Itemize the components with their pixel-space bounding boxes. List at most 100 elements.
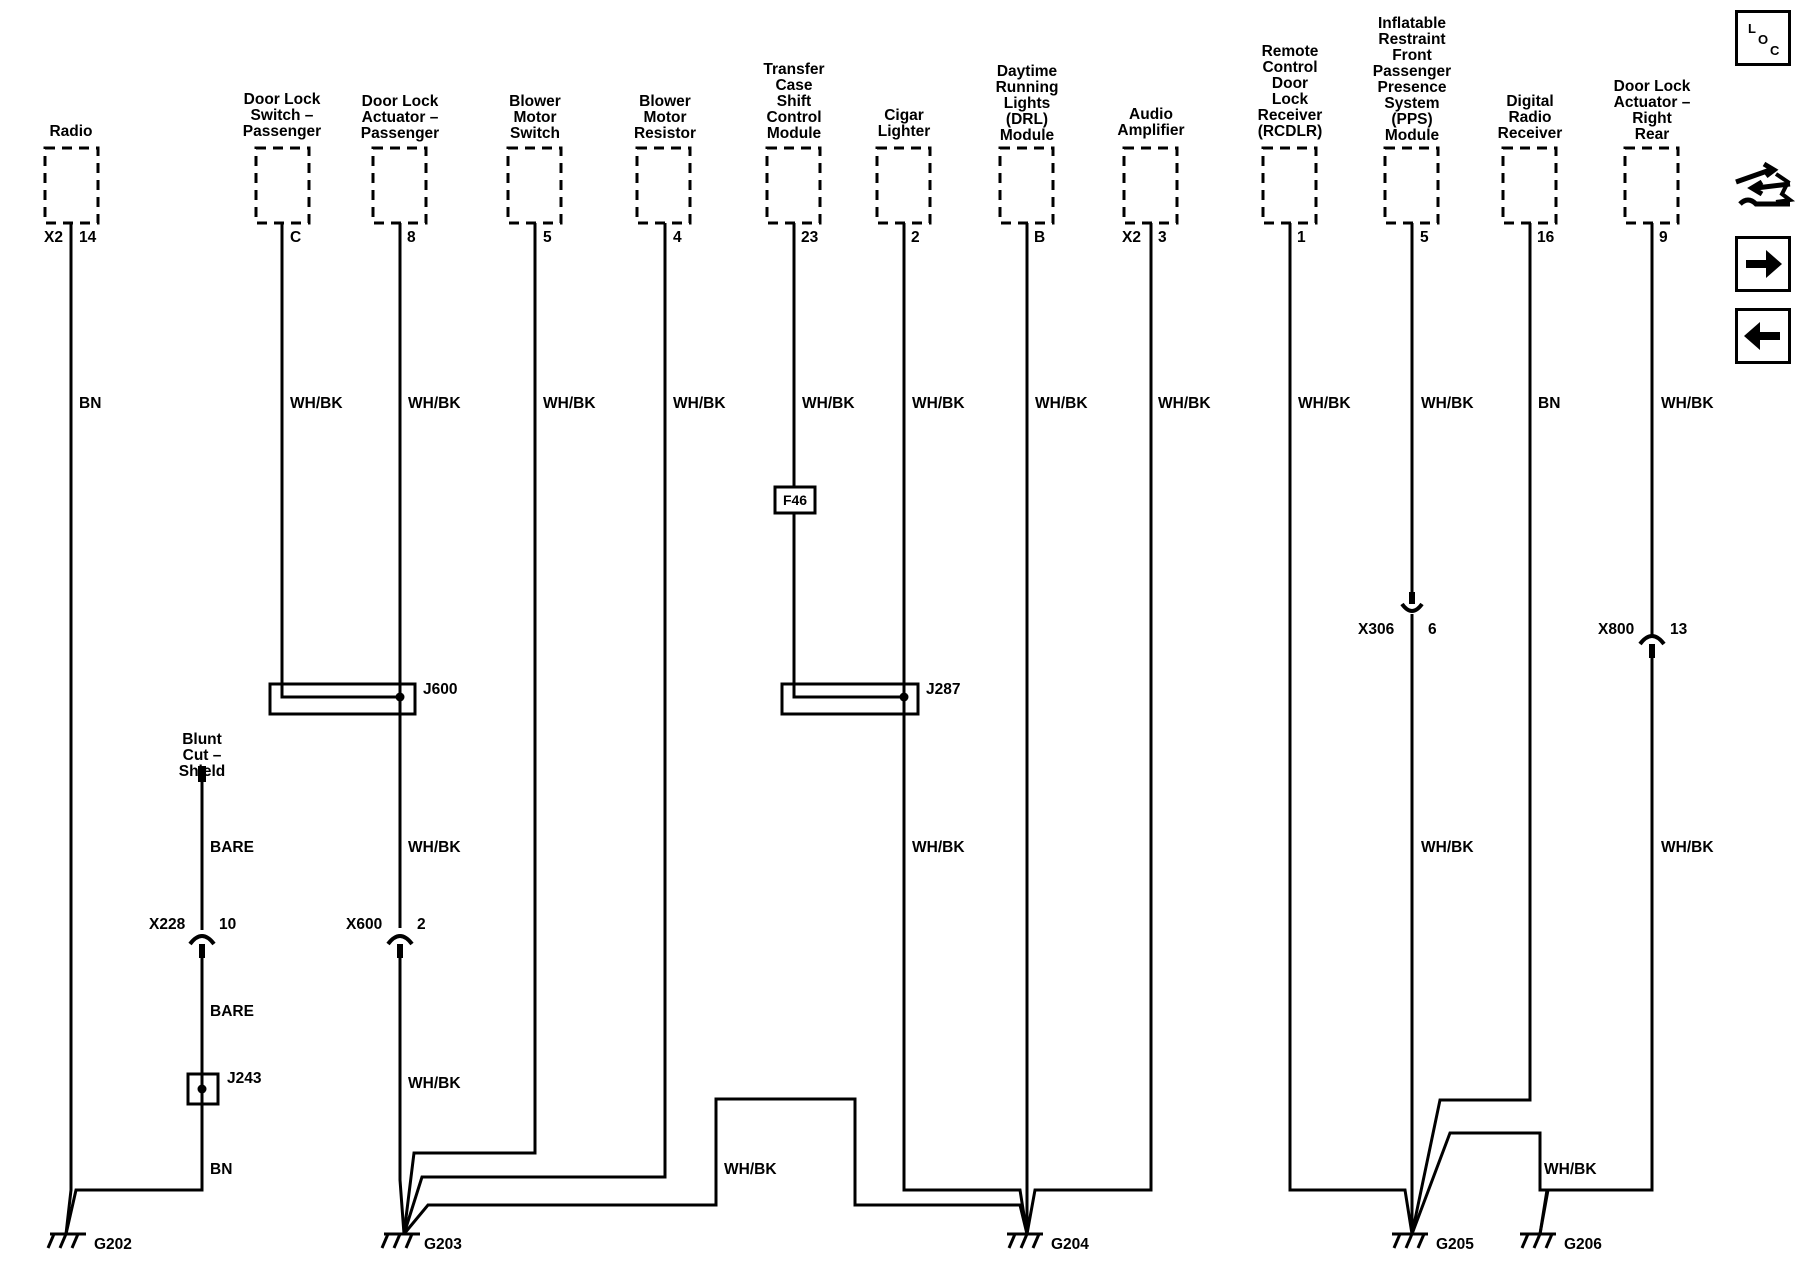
door-lock-switch-wire — [280, 223, 400, 699]
door-lock-actuator-label-line3: Passenger — [361, 125, 439, 142]
right-rear-wire-lower — [1538, 648, 1654, 1235]
ground-g203: G203 — [380, 1232, 462, 1253]
shield-wire-lower — [64, 958, 204, 1235]
x600-upper-wire-color: WH/BK — [408, 839, 461, 856]
x228-connector: X228 10 — [149, 916, 236, 958]
radio-pin-label: 14 — [79, 229, 97, 246]
component-boxes — [43, 146, 1680, 225]
bare-upper-wire-color: BARE — [210, 839, 254, 856]
blower-switch-pin-label: 5 — [543, 229, 552, 246]
x228-pin-label: 10 — [219, 916, 236, 933]
g203-label: G203 — [424, 1236, 462, 1253]
next-page-icon — [1746, 250, 1782, 278]
blower-resistor-component — [635, 146, 692, 225]
x600-connector: X600 2 — [346, 916, 426, 958]
rcdlr-component — [1261, 146, 1318, 225]
pps-component — [1383, 146, 1440, 225]
component-locator-button[interactable]: L O C — [1735, 10, 1791, 66]
rcdlr-label-line4: Lock — [1272, 91, 1309, 108]
radio-wire — [64, 223, 73, 1235]
drl-wire-color: WH/BK — [1035, 395, 1088, 412]
digital-radio-label-line2: Radio — [1508, 109, 1551, 126]
right-rear-label-line1: Door Lock — [1614, 78, 1691, 95]
j243-label: J243 — [227, 1070, 262, 1087]
ground-distribution-icon — [1735, 161, 1796, 207]
right-rear-component — [1623, 146, 1680, 225]
cigar-lighter-label-line1: Cigar — [884, 107, 924, 124]
digital-radio-wire-color: BN — [1538, 395, 1560, 412]
right-rear-label-line3: Right — [1632, 110, 1672, 127]
next-page-button[interactable] — [1735, 236, 1791, 292]
blower-switch-label-line2: Motor — [513, 109, 556, 126]
rcdlr-wire — [1288, 223, 1414, 1235]
j600-splice: J600 — [268, 681, 457, 716]
pps-label-line8: Module — [1385, 127, 1440, 144]
g206-branch-wire-color: WH/BK — [1544, 1161, 1597, 1178]
transfer-case-wire-lower — [792, 512, 904, 699]
ground-distribution-button[interactable] — [1730, 160, 1796, 220]
wire-color-labels: BN WH/BK WH/BK WH/BK WH/BK WH/BK WH/BK W… — [79, 395, 1714, 1178]
right-rear-wire-color: WH/BK — [1661, 395, 1714, 412]
fuse-label: F46 — [783, 492, 807, 508]
g206-branch-wire — [1410, 1131, 1549, 1235]
loc-letter-c: C — [1770, 43, 1780, 58]
audio-amplifier-wire-color: WH/BK — [1158, 395, 1211, 412]
j600-label: J600 — [423, 681, 457, 698]
door-lock-actuator-component — [371, 146, 428, 225]
drl-label-line1: Daytime — [997, 63, 1058, 80]
door-lock-switch-pin-label: C — [290, 229, 301, 246]
transfer-case-pin-label: 23 — [801, 229, 819, 246]
right-rear-pin-label: 9 — [1659, 229, 1668, 246]
x600-name-label: X600 — [346, 916, 382, 933]
blower-resistor-wire — [402, 223, 667, 1235]
radio-component — [43, 146, 100, 225]
digital-radio-wire — [1410, 223, 1532, 1235]
transfer-case-wire-color: WH/BK — [802, 395, 855, 412]
audio-amplifier-label-line1: Audio — [1129, 106, 1173, 123]
blower-resistor-pin-label: 4 — [673, 229, 682, 246]
inline-connectors: X228 10 X600 2 X306 6 X800 13 — [149, 592, 1688, 958]
cigar-lighter-label-line2: Lighter — [878, 123, 931, 140]
j287-splice: J287 — [780, 681, 960, 716]
pps-label-line2: Restraint — [1378, 31, 1445, 48]
rcdlr-label-line6: (RCDLR) — [1258, 123, 1323, 140]
door-lock-actuator-wire-color: WH/BK — [408, 395, 461, 412]
door-lock-switch-wire-color: WH/BK — [290, 395, 343, 412]
rcdlr-label-line1: Remote — [1262, 43, 1319, 60]
door-lock-switch-label-line1: Door Lock — [244, 91, 321, 108]
drl-label-line5: Module — [1000, 127, 1055, 144]
grounds: G202 G203 G204 G205 G206 — [46, 1232, 1602, 1253]
door-lock-switch-component — [254, 146, 311, 225]
cigar-lighter-pin-label: 2 — [911, 229, 920, 246]
blower-switch-label-line1: Blower — [509, 93, 561, 110]
right-rear-lower-wire-color: WH/BK — [1661, 839, 1714, 856]
fuse-f46: F46 — [773, 485, 817, 515]
drl-label-line3: Lights — [1004, 95, 1051, 112]
bare-lower-wire-color: BARE — [210, 1003, 254, 1020]
cigar-lower-wire-color: WH/BK — [912, 839, 965, 856]
rcdlr-label-line3: Door — [1272, 75, 1308, 92]
drl-pin-label: B — [1034, 229, 1045, 246]
g206-label: G206 — [1564, 1236, 1602, 1253]
pin-labels: X2 14 C 8 5 4 23 2 B X2 3 1 5 16 9 — [44, 229, 1668, 246]
audio-amplifier-wire — [1025, 223, 1153, 1235]
loc-letter-o: O — [1758, 32, 1768, 47]
blower-resistor-label-line1: Blower — [639, 93, 691, 110]
x800-connector: X800 13 — [1598, 621, 1688, 658]
previous-page-button[interactable] — [1735, 308, 1791, 364]
x600-lower-wire — [398, 948, 406, 1235]
loc-letter-l: L — [1748, 21, 1756, 36]
x600-pin-label: 2 — [417, 916, 426, 933]
splice-packs: J600 J287 J243 — [186, 681, 960, 1106]
digital-radio-component — [1501, 146, 1558, 225]
j243-splice: J243 — [186, 1070, 262, 1106]
digital-radio-label-line3: Receiver — [1498, 125, 1563, 142]
pps-label-line1: Inflatable — [1378, 15, 1446, 32]
